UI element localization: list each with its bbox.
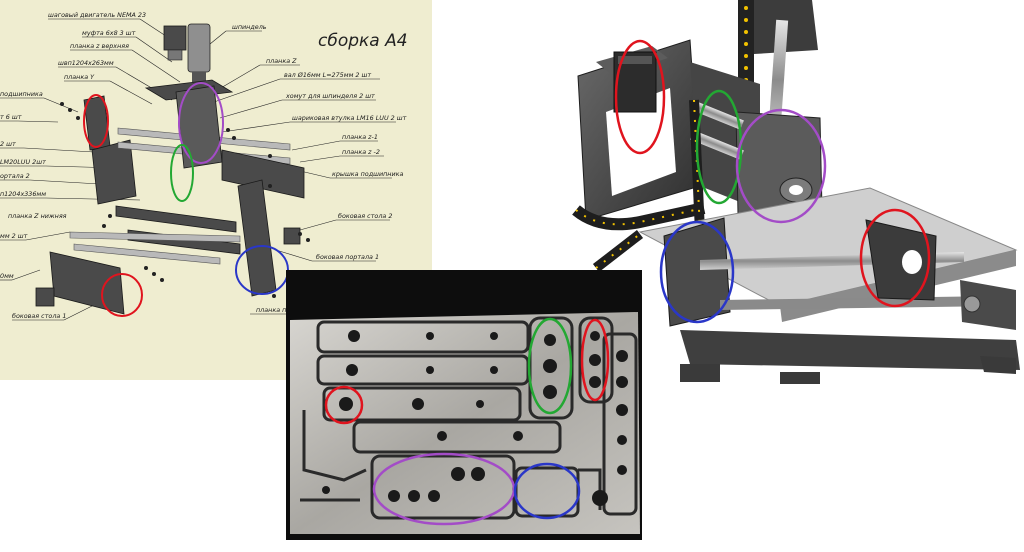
label-spindle: шпиндель (232, 23, 267, 31)
cable-chain-icon (738, 0, 754, 90)
label-plate-z-bottom: планка Z нижняя (8, 212, 67, 220)
highlight-red-drawing-bottom (101, 273, 143, 317)
highlight-red-drawing-top (83, 94, 109, 148)
label-spindle-clamp: хомут для шпинделя 2 шт (285, 92, 375, 100)
label-6pcs: т 6 шт (0, 113, 22, 121)
label-lm20luu: LM20LUU 2шт (0, 158, 46, 166)
label-ballscrew-336: п1204х336мм (0, 190, 46, 198)
label-bearing-cover: крышка подшипника (332, 170, 403, 178)
label-portal-2: ортала 2 (0, 172, 30, 180)
stepper-motor-icon (163, 25, 187, 61)
label-2pcs: 2 шт (0, 140, 16, 148)
highlight-blue-render (659, 220, 735, 324)
highlight-red-render-right (859, 208, 931, 308)
highlight-red-photo-right (580, 318, 610, 402)
label-0mm: 0мм (0, 272, 14, 280)
highlight-green-render (695, 89, 743, 205)
label-shaft-16: вал Ø16мм L=275мм 2 шт (284, 71, 371, 79)
label-plate-z2: планка z -2 (342, 148, 380, 156)
highlight-purple-drawing (178, 82, 224, 164)
label-stepper-nema23: шаговый двигатель NEMA 23 (48, 11, 146, 19)
label-bearing: подшипника (0, 90, 43, 98)
milled-plate-photo (286, 270, 642, 540)
label-mm-2pcs: мм 2 шт (0, 232, 28, 240)
label-plate-y: планка Y (64, 73, 95, 81)
spindle-icon (187, 23, 211, 82)
label-ballscrew-263: швп1204х263мм (58, 59, 114, 67)
drawing-title: сборка А4 (318, 31, 408, 51)
label-portal-side-1: боковая портала 1 (316, 253, 379, 261)
label-plate-z: планка Z (266, 57, 297, 65)
highlight-blue-photo (513, 462, 581, 520)
label-table-side-1: боковая стола 1 (12, 312, 66, 320)
highlight-red-render-top (614, 39, 666, 155)
label-plate-z-top: планка z верхняя (70, 42, 129, 50)
highlight-red-photo-left (324, 385, 364, 425)
label-table-side-2: боковая стола 2 (338, 212, 392, 220)
label-lm16luu: шариковая втулка LM16 LUU 2 шт (292, 114, 407, 122)
label-plate-p: планка п (256, 306, 286, 314)
label-plate-z1: планка z-1 (342, 133, 378, 141)
exploded-assembly-drawing: сборка А4 (0, 0, 432, 380)
highlight-green-drawing (170, 144, 194, 202)
highlight-purple-render (735, 108, 827, 224)
label-coupling: муфта 6х8 3 шт (82, 29, 136, 37)
cnc-3d-render (572, 0, 1020, 384)
part-labels: шаговый двигатель NEMA 23 муфта 6х8 3 шт… (0, 11, 407, 320)
highlight-green-photo (527, 317, 573, 415)
